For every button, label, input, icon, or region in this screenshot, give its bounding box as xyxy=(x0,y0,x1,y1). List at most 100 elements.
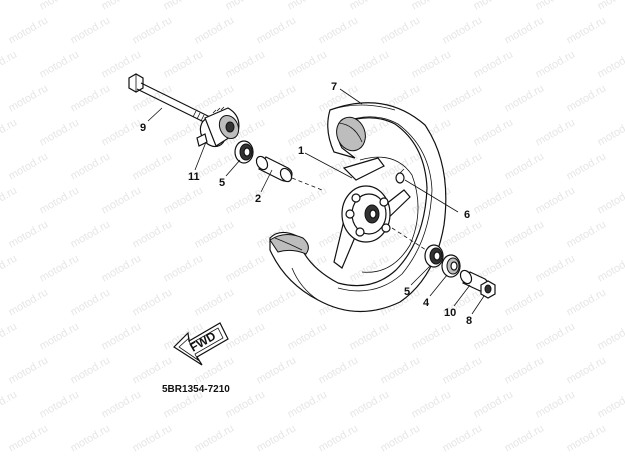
watermark-text: motod.ru xyxy=(348,388,392,420)
watermark-text: motod.ru xyxy=(565,150,609,182)
watermark-text: motod.ru xyxy=(503,150,547,182)
watermark-text: motod.ru xyxy=(255,286,299,318)
watermark-text: motod.ru xyxy=(38,320,82,352)
watermark-text: motod.ru xyxy=(7,14,51,46)
watermark-text: motod.ru xyxy=(255,422,299,454)
watermark-text: motod.ru xyxy=(534,252,578,284)
watermark-text: motod.ru xyxy=(317,354,361,386)
watermark-text: motod.ru xyxy=(596,184,625,216)
watermark-text: motod.ru xyxy=(348,320,392,352)
watermark-text: motod.ru xyxy=(193,286,237,318)
watermark-text: motod.ru xyxy=(100,116,144,148)
watermark-text: motod.ru xyxy=(69,354,113,386)
watermark-text: motod.ru xyxy=(565,82,609,114)
watermark-text: motod.ru xyxy=(0,116,19,148)
watermark-text: motod.ru xyxy=(69,218,113,250)
watermark-text: motod.ru xyxy=(69,286,113,318)
watermark-text: motod.ru xyxy=(131,286,175,318)
watermark-text: motod.ru xyxy=(410,0,454,13)
callout-2: 2 xyxy=(255,193,261,205)
bearing-left xyxy=(234,140,254,164)
leader-lines xyxy=(147,88,485,315)
watermark-text: motod.ru xyxy=(472,388,516,420)
watermark-text: motod.ru xyxy=(596,252,625,284)
callout-8: 8 xyxy=(466,315,472,327)
watermark-text: motod.ru xyxy=(348,48,392,80)
watermark-text: motod.ru xyxy=(503,218,547,250)
watermark-text: motod.ru xyxy=(534,116,578,148)
callout-5-left: 5 xyxy=(219,177,225,189)
watermark-text: motod.ru xyxy=(0,184,19,216)
tire xyxy=(269,102,447,313)
watermark-text: motod.ru xyxy=(38,388,82,420)
watermark-text: motod.ru xyxy=(410,48,454,80)
watermark-text: motod.ru xyxy=(193,14,237,46)
watermark-text: motod.ru xyxy=(255,354,299,386)
watermark-text: motod.ru xyxy=(441,150,485,182)
watermark-text: motod.ru xyxy=(100,252,144,284)
callout-1: 1 xyxy=(298,145,304,157)
watermark-text: motod.ru xyxy=(503,14,547,46)
watermark-text: motod.ru xyxy=(193,422,237,454)
watermark-text: motod.ru xyxy=(7,150,51,182)
watermark-text: motod.ru xyxy=(410,320,454,352)
callout-4: 4 xyxy=(423,297,430,309)
watermark-text: motod.ru xyxy=(38,184,82,216)
axle-bolt xyxy=(128,73,213,125)
diagram-code: 5BR1354-7210 xyxy=(162,384,230,395)
watermark-text: motod.ru xyxy=(441,14,485,46)
watermark-text: motod.ru xyxy=(286,184,330,216)
watermark-text: motod.ru xyxy=(472,116,516,148)
watermark-text: motod.ru xyxy=(565,422,609,454)
watermark-text: motod.ru xyxy=(100,0,144,13)
watermark-text: motod.ru xyxy=(69,150,113,182)
watermark-text: motod.ru xyxy=(0,48,19,80)
cast-wheel xyxy=(333,156,419,273)
watermark-text: motod.ru xyxy=(38,48,82,80)
watermark-text: motod.ru xyxy=(565,286,609,318)
watermark-text: motod.ru xyxy=(472,184,516,216)
callout-labels: 7 9 1 11 5 2 6 5 4 10 8 xyxy=(140,81,472,327)
oil-seal xyxy=(441,254,461,278)
watermark-text: motod.ru xyxy=(224,48,268,80)
watermark-text: motod.ru xyxy=(131,422,175,454)
watermark-text: motod.ru xyxy=(7,422,51,454)
watermark-text: motod.ru xyxy=(7,82,51,114)
watermark-text: motod.ru xyxy=(596,116,625,148)
watermark-text: motod.ru xyxy=(38,116,82,148)
watermark-text: motod.ru xyxy=(565,14,609,46)
watermark-text: motod.ru xyxy=(503,422,547,454)
watermark-text: motod.ru xyxy=(286,0,330,13)
watermark-text: motod.ru xyxy=(534,320,578,352)
watermark-text: motod.ru xyxy=(0,0,19,13)
watermark-text: motod.ru xyxy=(596,48,625,80)
watermark-text: motod.ru xyxy=(534,388,578,420)
watermark-text: motod.ru xyxy=(472,0,516,13)
watermark-text: motod.ru xyxy=(224,388,268,420)
meter-gear-unit xyxy=(196,106,240,148)
watermark-text: motod.ru xyxy=(379,422,423,454)
watermark-text: motod.ru xyxy=(38,0,82,13)
callout-5-right: 5 xyxy=(404,286,410,298)
watermark-text: motod.ru xyxy=(38,252,82,284)
watermark-text: motod.ru xyxy=(0,388,19,420)
callout-7: 7 xyxy=(331,81,337,93)
watermark-text: motod.ru xyxy=(193,218,237,250)
watermark-text: motod.ru xyxy=(131,354,175,386)
watermark-text: motod.ru xyxy=(534,184,578,216)
watermark-text: motod.ru xyxy=(379,14,423,46)
watermark-text: motod.ru xyxy=(100,320,144,352)
watermark-text: motod.ru xyxy=(69,14,113,46)
watermark-text: motod.ru xyxy=(255,82,299,114)
watermark-text: motod.ru xyxy=(7,286,51,318)
watermark-text: motod.ru xyxy=(410,388,454,420)
watermark-text: motod.ru xyxy=(7,354,51,386)
watermark-text: motod.ru xyxy=(379,354,423,386)
watermark-text: motod.ru xyxy=(503,286,547,318)
watermark-text: motod.ru xyxy=(565,218,609,250)
callout-9: 9 xyxy=(140,122,146,134)
watermark-text: motod.ru xyxy=(441,82,485,114)
